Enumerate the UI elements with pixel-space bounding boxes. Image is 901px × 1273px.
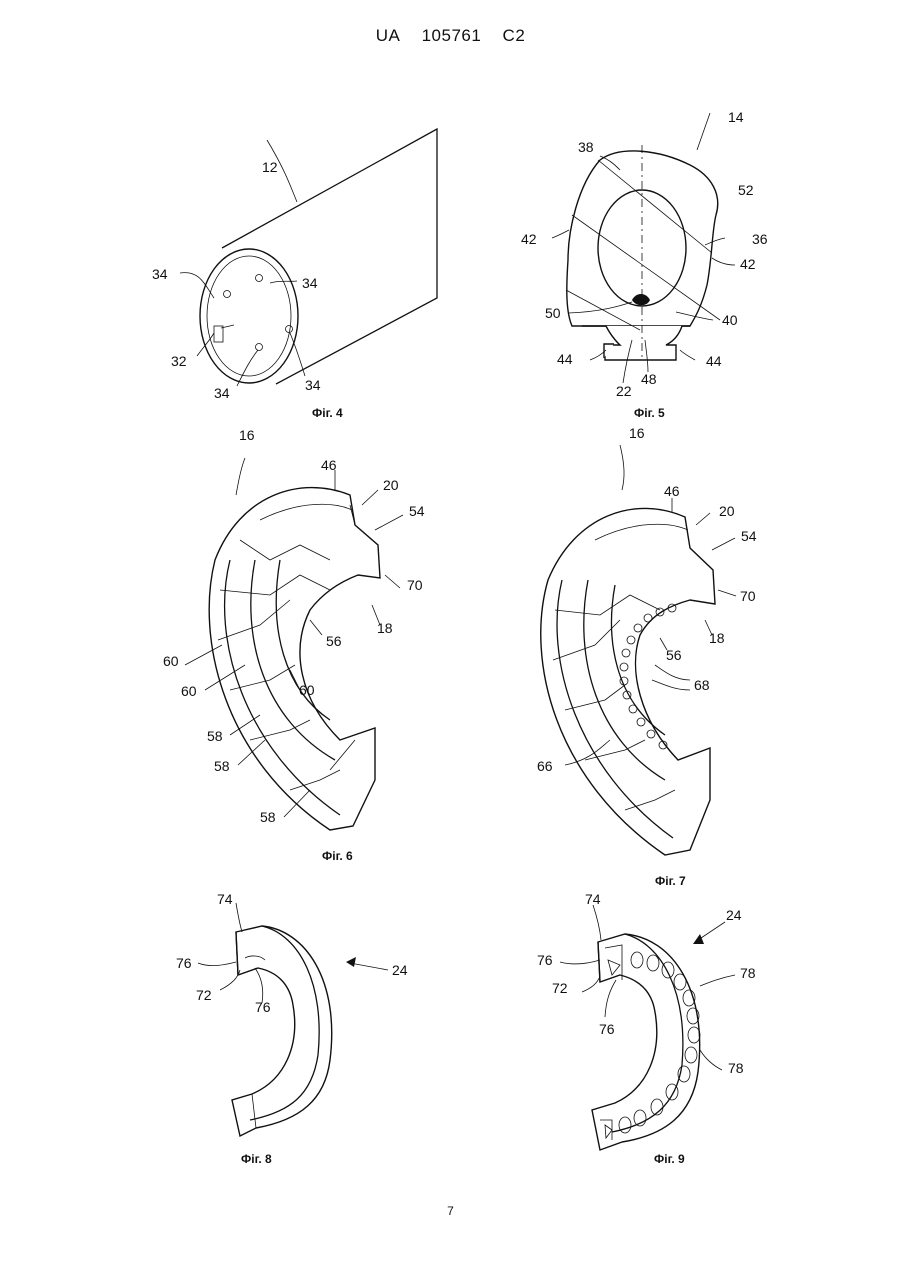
figure-8: 74 76 72 76 24 Фіг. 8 — [176, 891, 408, 1166]
fig7-label-20: 20 — [719, 503, 735, 519]
fig7-label-68: 68 — [694, 677, 710, 693]
fig7-label-70: 70 — [740, 588, 756, 604]
fig5-label-36: 36 — [752, 231, 768, 247]
fig9-label-72: 72 — [552, 980, 568, 996]
fig4-label-34a: 34 — [152, 266, 168, 282]
fig9-label-76b: 76 — [599, 1021, 615, 1037]
fig4-label-32: 32 — [171, 353, 187, 369]
fig5-label-50: 50 — [545, 305, 561, 321]
fig9-caption: Фіг. 9 — [654, 1152, 685, 1166]
figure-5: 14 38 52 42 36 42 50 40 44 44 22 48 Фіг.… — [521, 109, 768, 420]
fig5-label-14: 14 — [728, 109, 744, 125]
fig7-label-66: 66 — [537, 758, 553, 774]
fig4-label-34b: 34 — [302, 275, 318, 291]
fig6-label-58a: 58 — [207, 728, 223, 744]
fig6-label-16: 16 — [239, 427, 255, 443]
fig9-label-74: 74 — [585, 891, 601, 907]
figure-4: 12 34 34 34 34 32 Фіг. 4 — [152, 129, 437, 420]
fig8-label-76b: 76 — [255, 999, 271, 1015]
fig6-label-18: 18 — [377, 620, 393, 636]
fig4-label-34d: 34 — [305, 377, 321, 393]
fig6-label-58c: 58 — [260, 809, 276, 825]
fig5-label-48: 48 — [641, 371, 657, 387]
fig4-label-34c: 34 — [214, 385, 230, 401]
fig6-label-60a: 60 — [163, 653, 179, 669]
fig6-caption: Фіг. 6 — [322, 849, 353, 863]
fig7-label-54: 54 — [741, 528, 757, 544]
fig6-label-56: 56 — [326, 633, 342, 649]
figure-7: 16 46 20 54 70 18 56 68 66 Фіг. 7 — [537, 425, 757, 888]
fig6-label-20: 20 — [383, 477, 399, 493]
fig6-label-60b: 60 — [181, 683, 197, 699]
fig6-label-54: 54 — [409, 503, 425, 519]
fig9-label-78b: 78 — [728, 1060, 744, 1076]
fig7-label-18: 18 — [709, 630, 725, 646]
fig8-label-74: 74 — [217, 891, 233, 907]
page-number: 7 — [0, 1204, 901, 1218]
fig4-caption: Фіг. 4 — [312, 406, 343, 420]
fig8-label-24: 24 — [392, 962, 408, 978]
fig8-caption: Фіг. 8 — [241, 1152, 272, 1166]
fig5-label-38: 38 — [578, 139, 594, 155]
fig8-label-72: 72 — [196, 987, 212, 1003]
fig9-label-78a: 78 — [740, 965, 756, 981]
fig7-label-46: 46 — [664, 483, 680, 499]
fig6-label-58b: 58 — [214, 758, 230, 774]
fig5-label-44b: 44 — [706, 353, 722, 369]
fig5-label-44a: 44 — [557, 351, 573, 367]
fig6-label-60c: 60 — [299, 682, 315, 698]
fig9-label-76a: 76 — [537, 952, 553, 968]
fig5-label-52: 52 — [738, 182, 754, 198]
fig9-label-24: 24 — [726, 907, 742, 923]
figure-9: 74 24 76 78 72 76 78 Фіг. 9 — [537, 891, 756, 1166]
figure-6: 16 46 20 54 70 18 56 60 60 60 58 58 58 Ф… — [163, 427, 425, 863]
fig6-label-70: 70 — [407, 577, 423, 593]
fig5-label-22: 22 — [616, 383, 632, 399]
fig5-label-42b: 42 — [740, 256, 756, 272]
fig4-label-12: 12 — [262, 159, 278, 175]
fig7-label-16: 16 — [629, 425, 645, 441]
fig7-label-56: 56 — [666, 647, 682, 663]
fig5-label-42a: 42 — [521, 231, 537, 247]
fig5-label-40: 40 — [722, 312, 738, 328]
fig6-label-46: 46 — [321, 457, 337, 473]
fig7-caption: Фіг. 7 — [655, 874, 686, 888]
fig8-label-76a: 76 — [176, 955, 192, 971]
fig5-caption: Фіг. 5 — [634, 406, 665, 420]
